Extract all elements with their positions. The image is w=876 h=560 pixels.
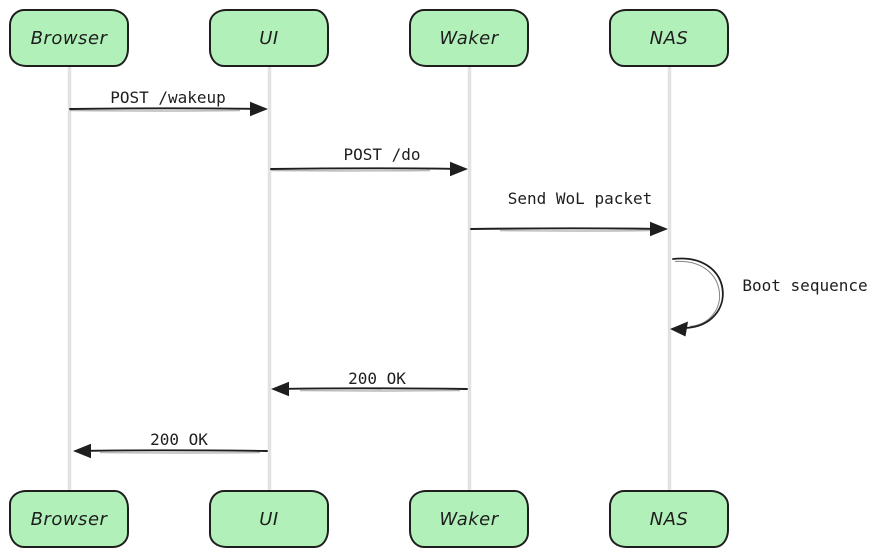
message-arrow-200-ok-waker-ui xyxy=(271,381,468,397)
arrowhead-icon xyxy=(271,381,289,397)
actor-label: Browser xyxy=(30,27,108,49)
sketch-stroke xyxy=(674,260,721,327)
message-label-post-do: POST /do xyxy=(343,145,421,164)
arrow-line xyxy=(672,257,724,329)
actor-label: UI xyxy=(259,27,279,49)
message-label-send-wol-packet: Send WoL packet xyxy=(507,189,653,208)
message-label-200-ok-waker-ui: 200 OK xyxy=(348,369,406,388)
self-loop-boot-sequence xyxy=(670,257,724,337)
actor-label: UI xyxy=(259,508,279,530)
actor-label: Waker xyxy=(439,27,499,49)
message-arrow-200-ok-ui-browser xyxy=(73,443,268,459)
message-arrow-post-wakeup xyxy=(69,101,268,117)
message-label-200-ok-ui-browser: 200 OK xyxy=(150,430,208,449)
arrow-line xyxy=(88,449,268,452)
actor-label: NAS xyxy=(649,27,689,49)
sketch-stroke xyxy=(69,109,241,112)
arrow-line xyxy=(286,387,468,390)
arrow-line xyxy=(270,167,453,170)
arrowhead-icon xyxy=(73,443,91,459)
actor-box-ui-top: UI xyxy=(209,9,329,67)
message-label-boot-sequence: Boot sequence xyxy=(742,276,868,295)
actor-box-browser-bottom: Browser xyxy=(9,490,129,548)
actor-box-nas-top: NAS xyxy=(609,9,729,67)
arrowhead-icon xyxy=(670,321,688,337)
actor-label: Browser xyxy=(30,508,108,530)
actor-box-nas-bottom: NAS xyxy=(609,490,729,548)
message-arrow-send-wol-packet xyxy=(470,221,668,237)
arrowhead-icon xyxy=(250,101,268,117)
actor-box-waker-top: Waker xyxy=(409,9,529,67)
arrow-line xyxy=(470,227,653,230)
message-arrow-post-do xyxy=(270,161,468,177)
actor-label: Waker xyxy=(439,508,499,530)
actor-label: NAS xyxy=(649,508,689,530)
message-label-post-wakeup: POST /wakeup xyxy=(110,88,226,107)
arrowhead-icon xyxy=(450,161,468,177)
arrow-line xyxy=(69,107,253,110)
arrowhead-icon xyxy=(650,221,668,237)
actor-box-waker-bottom: Waker xyxy=(409,490,529,548)
actor-box-ui-bottom: UI xyxy=(209,490,329,548)
actor-box-browser-top: Browser xyxy=(9,9,129,67)
